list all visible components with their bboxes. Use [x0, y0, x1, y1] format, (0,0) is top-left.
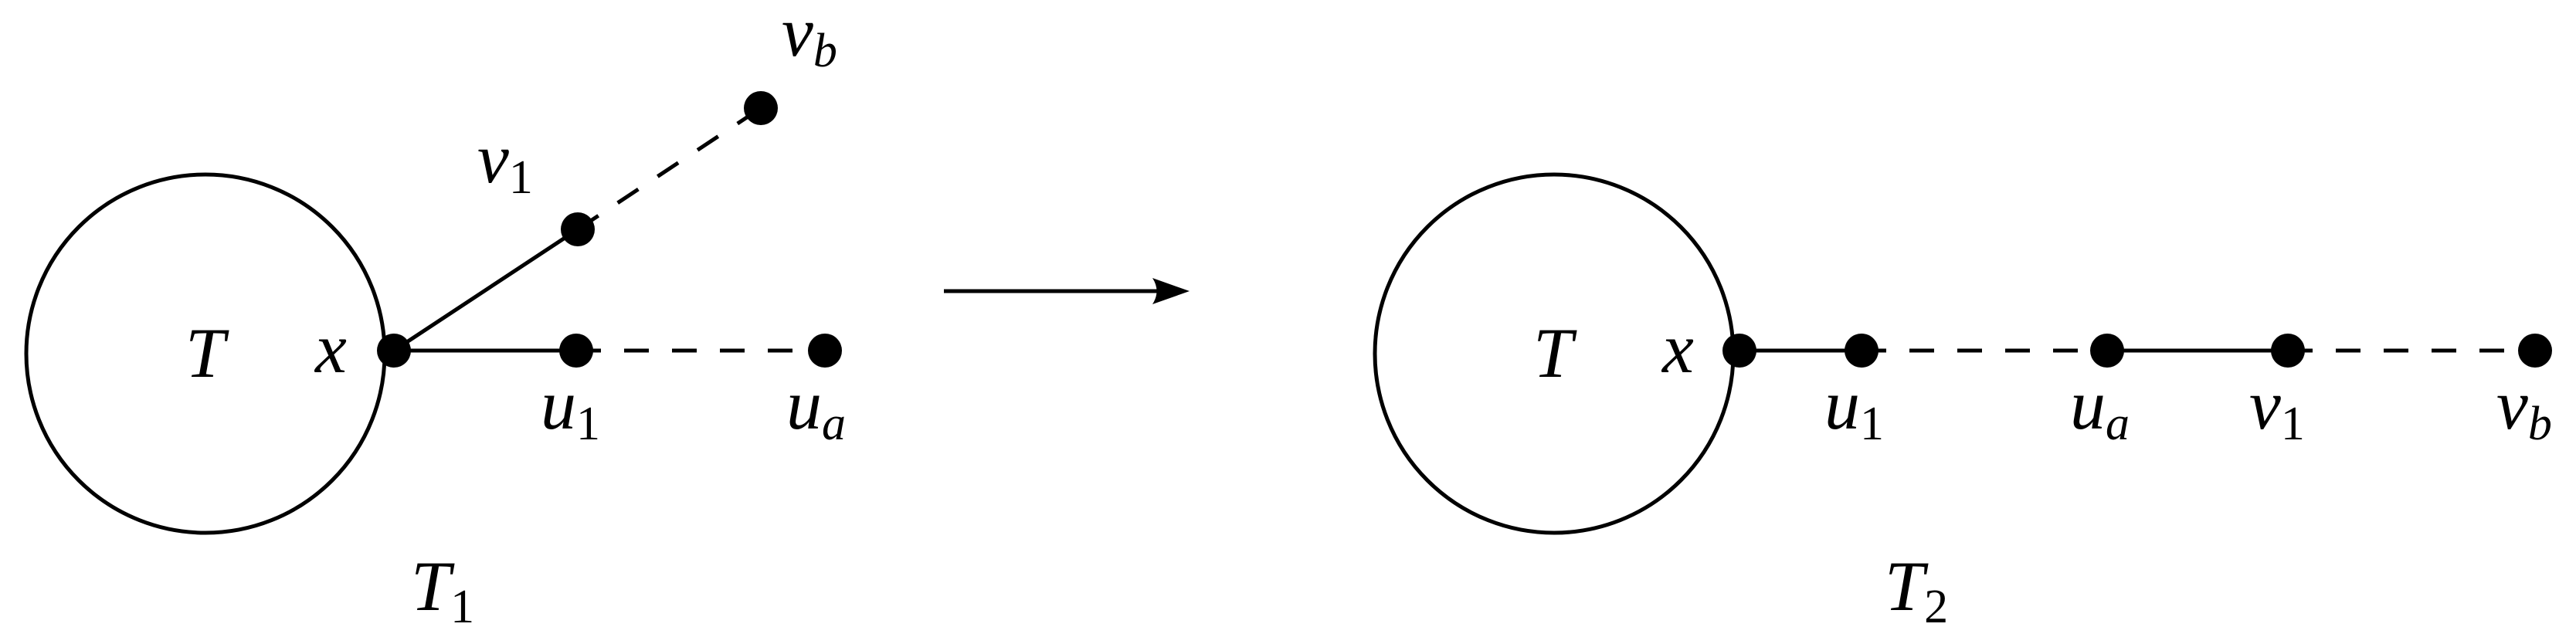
left-node-v1	[561, 212, 595, 246]
right-node-u1	[1845, 334, 1879, 368]
right-v1-label: v1	[2249, 365, 2305, 450]
left-ua-label: ua	[786, 365, 846, 450]
left-caption: T1	[411, 547, 474, 633]
left-node-vb	[744, 91, 778, 125]
right-node-ua	[2090, 334, 2124, 368]
arrow-head	[1152, 278, 1190, 304]
left-circle-label: T	[185, 314, 229, 392]
left-node-ua	[808, 334, 842, 368]
right-u1-label: u1	[1824, 365, 1884, 450]
left-node-u1	[559, 334, 593, 368]
right-x-label: x	[1661, 309, 1694, 388]
right-ua-label: ua	[2070, 365, 2130, 450]
right-node-v1	[2271, 334, 2305, 368]
left-edge-v1-vb	[576, 106, 762, 232]
right-diagram: T x u1 ua v1 vb T2	[1373, 172, 2552, 633]
left-u1-label: u1	[541, 365, 600, 450]
right-circle-label: T	[1533, 314, 1577, 392]
left-edge-x-v1	[392, 227, 579, 353]
left-v1-label: v1	[477, 119, 533, 204]
transformation-arrow	[944, 278, 1190, 304]
right-node-vb	[2518, 334, 2552, 368]
left-diagram: T x v1 vb u1 ua T1	[24, 0, 846, 633]
left-x-label: x	[314, 309, 347, 388]
left-node-x	[377, 334, 411, 368]
right-caption: T2	[1885, 547, 1948, 633]
right-vb-label: vb	[2496, 365, 2552, 450]
right-node-x	[1722, 334, 1756, 368]
left-vb-label: vb	[782, 0, 837, 77]
